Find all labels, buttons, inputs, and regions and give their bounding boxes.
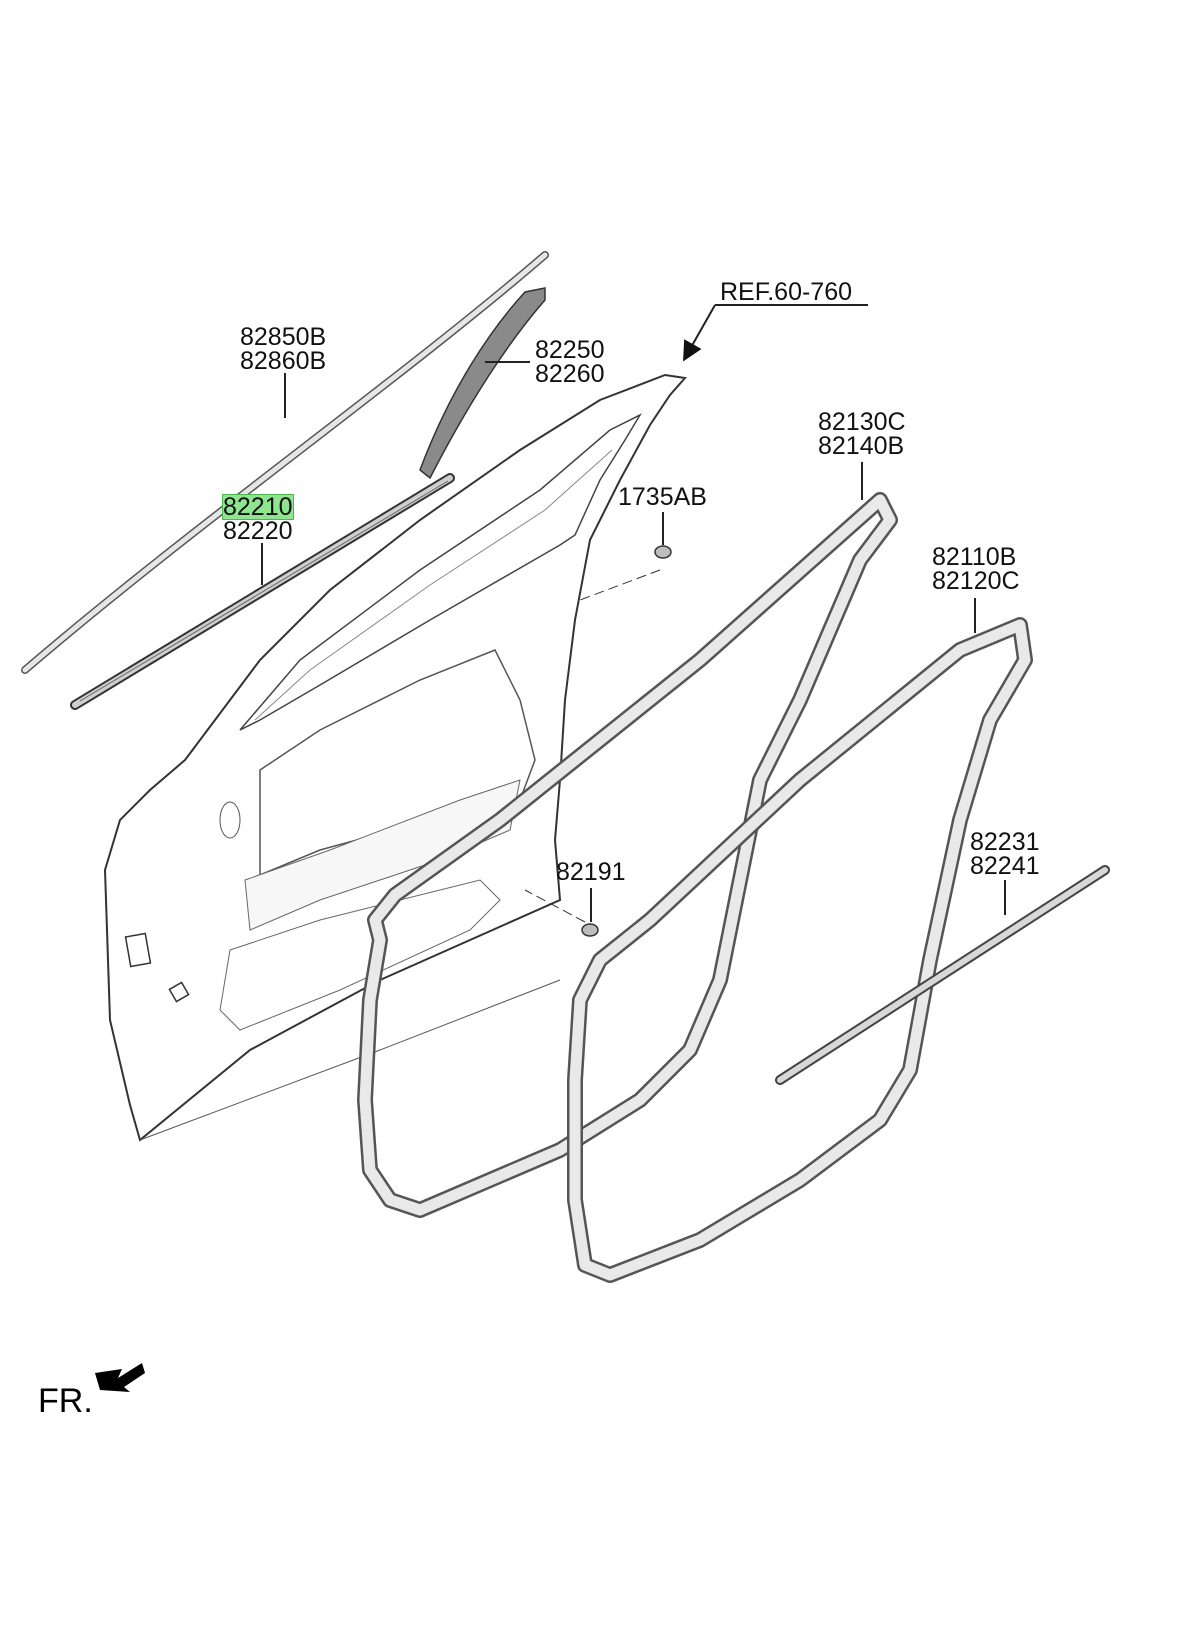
- frame-garnish[interactable]: [419, 287, 546, 480]
- label-belt-weatherstrip[interactable]: 82210 82220: [222, 493, 294, 545]
- label-frame-garnish[interactable]: 82250 82260: [535, 336, 605, 388]
- part-number: 82140B: [818, 432, 905, 460]
- part-number: 82220: [223, 517, 293, 545]
- belt-weatherstrip[interactable]: [70, 473, 455, 710]
- front-indicator: FR.: [38, 1382, 93, 1420]
- grommet-icon[interactable]: [524, 889, 599, 937]
- door-panel[interactable]: [103, 373, 687, 1142]
- body-side-weatherstrip[interactable]: [567, 617, 1033, 1283]
- label-body-side-weatherstrip[interactable]: 82110B 82120C: [932, 543, 1020, 595]
- lower-strip[interactable]: [775, 865, 1110, 1085]
- part-number: 82850B: [240, 323, 327, 351]
- part-number: 82120C: [932, 567, 1020, 595]
- part-number: 82260: [535, 360, 605, 388]
- part-number: 82860B: [240, 347, 327, 375]
- label-ref[interactable]: REF.60-760: [720, 278, 853, 306]
- label-door-side-weatherstrip[interactable]: 82130C 82140B: [818, 408, 906, 460]
- front-arrow-icon: [95, 1363, 145, 1392]
- label-roof-molding[interactable]: 82850B 82860B: [240, 323, 327, 375]
- part-number: 82191: [556, 858, 626, 886]
- label-plug[interactable]: 1735AB: [618, 483, 707, 511]
- label-grommet[interactable]: 82191: [556, 858, 626, 886]
- part-number: 82110B: [932, 543, 1017, 571]
- roof-molding[interactable]: [21, 251, 549, 674]
- label-lower-strip[interactable]: 82231 82241: [970, 828, 1040, 880]
- plug-icon[interactable]: [579, 545, 672, 601]
- part-number: 82250: [535, 336, 605, 364]
- part-number: 82231: [970, 828, 1040, 856]
- ref-number: REF.60-760: [720, 278, 853, 306]
- part-number-selected: 82210: [222, 493, 294, 521]
- part-number: 1735AB: [618, 483, 707, 511]
- part-number: 82241: [970, 852, 1040, 880]
- part-number: 82130C: [818, 408, 906, 436]
- leader-lines: [261, 304, 1006, 922]
- door-side-weatherstrip[interactable]: [357, 492, 898, 1218]
